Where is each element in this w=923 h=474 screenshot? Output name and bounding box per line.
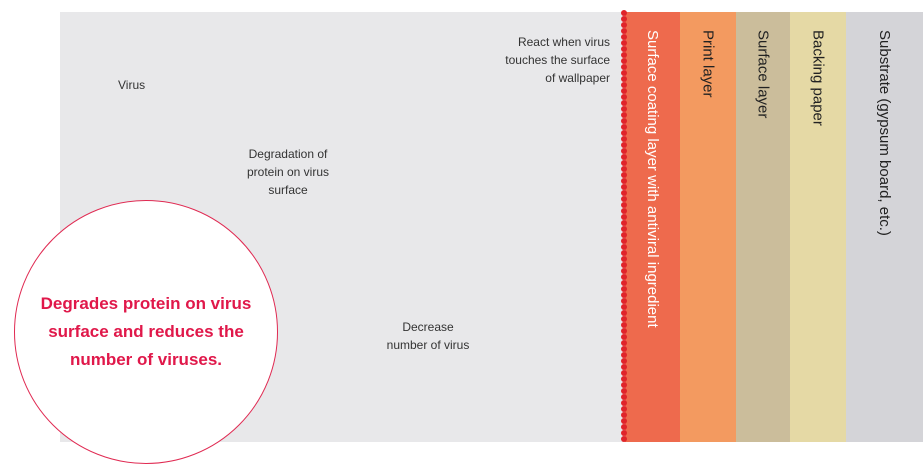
antiviral-dot [621,148,627,154]
antiviral-dot [621,22,627,28]
antiviral-dot [621,136,627,142]
antiviral-dot [621,118,627,124]
antiviral-dot [621,340,627,346]
antiviral-dot [621,232,627,238]
antiviral-dot [621,166,627,172]
antiviral-dot [621,328,627,334]
antiviral-dot [621,238,627,244]
label-decrease: Decrease number of virus [386,320,470,352]
antiviral-dot [621,64,627,70]
antiviral-dot [621,412,627,418]
antiviral-dot [621,94,627,100]
antiviral-dot [621,124,627,130]
antiviral-dot [621,76,627,82]
antiviral-dot [621,316,627,322]
antiviral-dot [621,358,627,364]
antiviral-dot [621,226,627,232]
antiviral-dot [621,364,627,370]
antiviral-dot [621,322,627,328]
antiviral-dot [621,100,627,106]
summary-callout: Degrades protein on virus surface and re… [14,200,278,464]
antiviral-dot [621,352,627,358]
antiviral-dot [621,106,627,112]
layer-backing-paper-label: Backing paper [809,30,827,126]
layer-substrate-label: Substrate (gypsum board, etc.) [876,30,893,236]
summary-callout-text: Degrades protein on virus surface and re… [40,294,252,369]
antiviral-dot [621,196,627,202]
label-react: React when virus touches the surface of … [505,35,610,85]
layer-surface-coating-label: Surface coating layer with antiviral ing… [644,30,661,328]
antiviral-dot [621,430,627,436]
antiviral-dot [621,190,627,196]
antiviral-dot [621,10,627,16]
antiviral-dot [621,334,627,340]
antiviral-dot [621,424,627,430]
antiviral-dot [621,178,627,184]
antiviral-dot [621,298,627,304]
antiviral-dot [621,88,627,94]
antiviral-dot [621,346,627,352]
antiviral-dot [621,418,627,424]
antiviral-dot [621,268,627,274]
antiviral-dot [621,184,627,190]
label-virus: Virus [118,78,146,92]
antiviral-dot [621,112,627,118]
antiviral-dot [621,40,627,46]
antiviral-dot [621,34,627,40]
antiviral-dot [621,274,627,280]
antiviral-dot [621,70,627,76]
layer-print-label: Print layer [699,30,717,98]
antiviral-dot [621,436,627,442]
antiviral-dot [621,406,627,412]
label-degradation: Degradation of protein on virus surface [246,147,330,197]
layer-print: Print layer [680,12,736,442]
antiviral-dot [621,28,627,34]
antiviral-dot [621,250,627,256]
layer-surface-label: Surface layer [754,30,772,119]
antiviral-dot [621,154,627,160]
antiviral-dot [621,52,627,58]
antiviral-dot [621,310,627,316]
layer-substrate: Substrate (gypsum board, etc.) [846,12,923,442]
antiviral-dot [621,370,627,376]
antiviral-dot [621,376,627,382]
antiviral-dot [621,382,627,388]
antiviral-dot [621,160,627,166]
antiviral-dot [621,292,627,298]
antiviral-dot [621,388,627,394]
antiviral-dot [621,256,627,262]
antiviral-dotted-edge [621,10,627,442]
antiviral-dot [621,82,627,88]
antiviral-dot [621,304,627,310]
layer-backing-paper: Backing paper [790,12,846,442]
antiviral-dot [621,400,627,406]
antiviral-dot [621,130,627,136]
layer-surface-coating: Surface coating layer with antiviral ing… [625,12,680,442]
antiviral-dot [621,244,627,250]
antiviral-dot [621,202,627,208]
antiviral-dot [621,208,627,214]
antiviral-dot [621,394,627,400]
antiviral-dot [621,286,627,292]
antiviral-dot [621,280,627,286]
antiviral-dot [621,172,627,178]
layer-surface: Surface layer [736,12,790,442]
antiviral-dot [621,142,627,148]
antiviral-dot [621,262,627,268]
antiviral-dot [621,58,627,64]
antiviral-dot [621,214,627,220]
antiviral-dot [621,220,627,226]
antiviral-dot [621,46,627,52]
antiviral-dot [621,16,627,22]
